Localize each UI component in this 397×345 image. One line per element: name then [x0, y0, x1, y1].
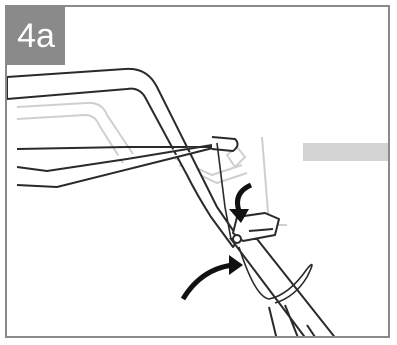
step-number-badge: 4a	[7, 7, 65, 65]
mower-handle	[7, 67, 240, 248]
handle-lower-shaft	[228, 238, 336, 336]
clamp-lever	[232, 212, 280, 244]
curved-arrow-down-head	[229, 209, 249, 223]
assembly-illustration	[7, 67, 388, 336]
curved-arrow-down-icon	[235, 182, 253, 212]
ghost-bar	[303, 143, 388, 161]
curved-arrow-up-icon	[180, 262, 234, 301]
curved-arrow-up-head	[229, 255, 243, 275]
illustration-frame: 4a	[5, 5, 390, 338]
control-cable	[216, 142, 313, 304]
